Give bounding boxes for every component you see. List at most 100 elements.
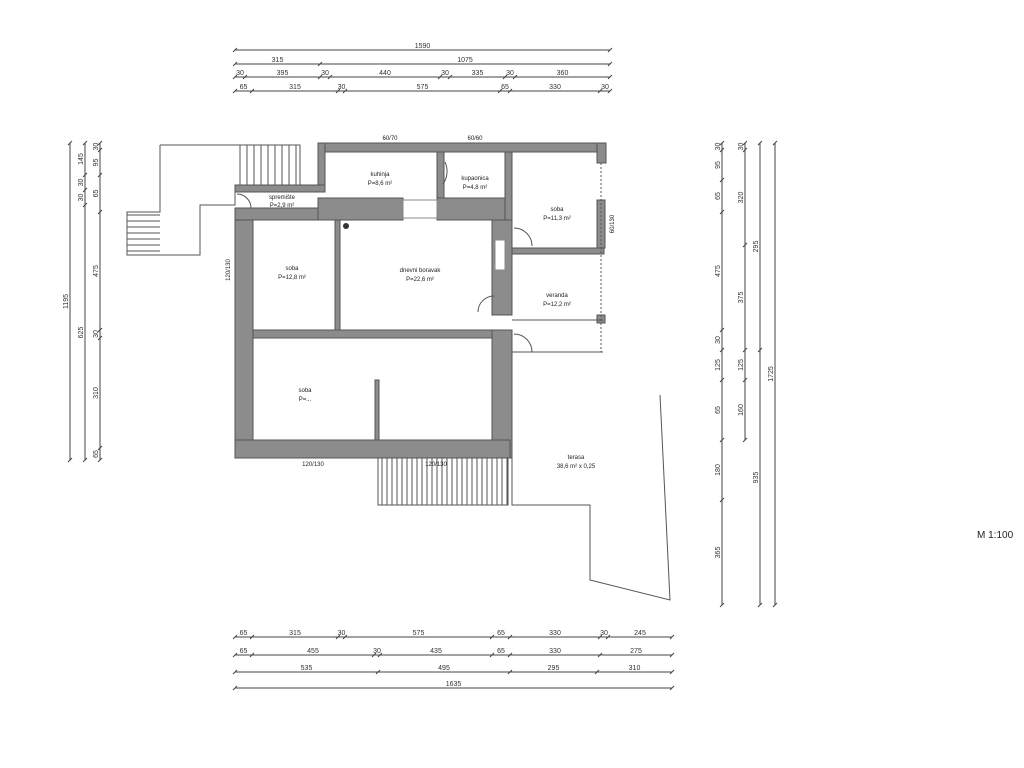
dimension-label: 495: [438, 665, 450, 672]
dimension-tick: [497, 88, 503, 94]
dimension-label: 65: [240, 84, 248, 91]
dimension-tick: [249, 88, 255, 94]
dimension-label: 330: [549, 630, 561, 637]
dimension-label: 335: [472, 70, 484, 77]
dimension-tick: [597, 88, 603, 94]
dimension-tick: [97, 209, 103, 215]
dimension-tick: [327, 74, 333, 80]
dimension-tick: [669, 685, 675, 691]
dimension-label: 935: [753, 472, 760, 484]
walls: [234, 142, 607, 459]
room-terasa-area: 38,6 m² x 0,25: [557, 464, 596, 470]
dimension-label: 65: [497, 648, 505, 655]
dimension-tick: [742, 140, 748, 146]
dimension-label: 1635: [446, 681, 462, 688]
dimension-tick: [97, 457, 103, 463]
dimension-label: 1725: [768, 366, 775, 382]
dimension-label: 30: [78, 179, 85, 187]
dimension-label: 30: [78, 194, 85, 202]
dimension-tick: [594, 669, 600, 675]
room-soba-left-area: P=12,8 m²: [278, 275, 306, 281]
dimension-tick: [82, 202, 88, 208]
dimension-tick: [607, 88, 613, 94]
dimension-tick: [232, 669, 238, 675]
dimension-tick: [669, 652, 675, 658]
dimension-tick: [335, 634, 341, 640]
dimension-label: 320: [738, 192, 745, 204]
dimension-tick: [719, 377, 725, 383]
scale-label: M 1:100: [977, 530, 1014, 541]
dimension-label: 65: [93, 450, 100, 458]
dimension-label: 365: [715, 547, 722, 559]
window-label: 120/130: [226, 259, 232, 281]
dimension-label: 30: [715, 336, 722, 344]
dimension-label: 65: [497, 630, 505, 637]
dimension-label: 310: [93, 387, 100, 399]
dimension-label: 360: [557, 70, 569, 77]
dimension-tick: [757, 602, 763, 608]
dimension-tick: [82, 140, 88, 146]
dimension-label: 30: [506, 70, 514, 77]
dimension-tick: [232, 74, 238, 80]
dimension-label: 30: [715, 143, 722, 151]
dimension-tick: [232, 652, 238, 658]
dimension-tick: [607, 61, 613, 67]
dimension-label: 30: [601, 84, 609, 91]
room-kupaonica-area: P=4,8 m²: [463, 185, 488, 191]
dimension-label: 625: [78, 327, 85, 339]
dimension-label: 30: [93, 330, 100, 338]
dimension-label: 575: [413, 630, 425, 637]
chimney-icon: [343, 223, 349, 229]
room-labels: kuhinja P=8,6 m² kupaonica P=4,8 m² spre…: [269, 172, 596, 470]
dimension-tick: [742, 377, 748, 383]
dimension-label: 95: [715, 161, 722, 169]
dimension-tick: [377, 652, 383, 658]
dimension-label: 65: [501, 84, 509, 91]
dimension-tick: [97, 445, 103, 451]
dimension-tick: [742, 147, 748, 153]
dimension-tick: [757, 347, 763, 353]
dimension-tick: [97, 140, 103, 146]
dimension-tick: [502, 74, 508, 80]
dimension-tick: [507, 634, 513, 640]
room-soba-right-area: P=11,3 m²: [543, 216, 570, 222]
dimension-tick: [607, 47, 613, 53]
dimension-label: 30: [600, 630, 608, 637]
dimension-tick: [512, 74, 518, 80]
dimension-tick: [97, 335, 103, 341]
room-soba-bottom-area: P=...: [299, 397, 312, 403]
dimension-tick: [772, 602, 778, 608]
dimension-tick: [719, 347, 725, 353]
dimension-tick: [719, 437, 725, 443]
dimension-tick: [757, 140, 763, 146]
dimension-tick: [607, 74, 613, 80]
dimension-tick: [742, 437, 748, 443]
dimension-tick: [232, 88, 238, 94]
dimension-tick: [772, 140, 778, 146]
room-dnevni-area: P=22,6 m²: [406, 277, 434, 283]
dimension-label: 65: [715, 406, 722, 414]
dimension-label: 315: [289, 630, 301, 637]
dimension-label: 275: [630, 648, 642, 655]
dimension-tick: [719, 140, 725, 146]
dimension-tick: [249, 634, 255, 640]
window-label: 60/70: [382, 136, 398, 142]
dimension-label: 295: [548, 665, 560, 672]
dimension-tick: [82, 457, 88, 463]
dimension-tick: [82, 187, 88, 193]
dimension-tick: [437, 74, 443, 80]
dimension-tick: [507, 652, 513, 658]
dimension-tick: [719, 209, 725, 215]
dimension-tick: [335, 88, 341, 94]
dimension-tick: [67, 457, 73, 463]
dimension-tick: [375, 669, 381, 675]
dimension-label: 30: [93, 143, 100, 151]
room-veranda-name: veranda: [546, 293, 568, 299]
dimension-tick: [719, 177, 725, 183]
dimension-label: 30: [321, 70, 329, 77]
dimension-label: 295: [753, 241, 760, 253]
dimension-tick: [67, 140, 73, 146]
dimension-label: 375: [738, 292, 745, 304]
